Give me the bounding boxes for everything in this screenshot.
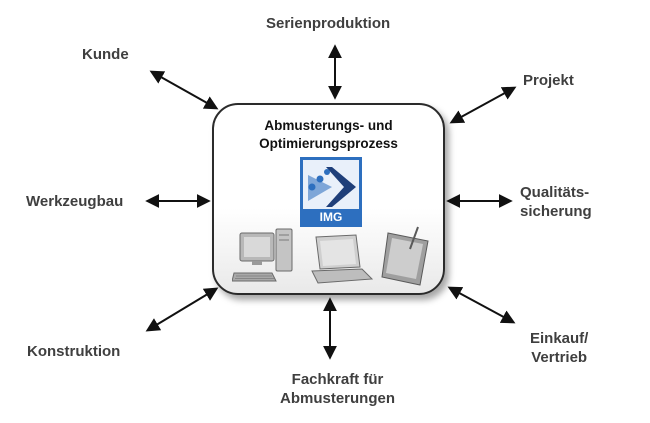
process-box: Abmusterungs- und Optimierungsprozess IM… bbox=[212, 103, 445, 295]
node-einkauf-line2: Vertrieb bbox=[531, 349, 588, 366]
arrow-einkauf bbox=[447, 286, 516, 324]
node-einkauf-vertrieb: Einkauf/ Vertrieb bbox=[530, 329, 588, 367]
laptop-icon bbox=[311, 234, 374, 284]
logo-text: IMG bbox=[320, 210, 343, 224]
node-projekt: Projekt bbox=[523, 71, 574, 90]
node-kunde: Kunde bbox=[82, 45, 129, 64]
arrow-kunde bbox=[149, 70, 219, 110]
desktop-computer-icon bbox=[232, 228, 293, 282]
process-title: Abmusterungs- und Optimierungsprozess bbox=[214, 117, 443, 153]
devices-group bbox=[232, 226, 429, 286]
process-title-line2: Optimierungsprozess bbox=[259, 136, 398, 151]
node-konstruktion-label: Konstruktion bbox=[27, 343, 121, 360]
node-werkzeugbau-label: Werkzeugbau bbox=[26, 193, 124, 210]
node-qualitaetssicherung: Qualitäts- sicherung bbox=[520, 183, 592, 221]
node-serienproduktion: Serienproduktion bbox=[266, 14, 390, 33]
node-konstruktion: Konstruktion bbox=[27, 342, 120, 361]
node-kunde-label: Kunde bbox=[82, 46, 129, 63]
node-einkauf-line1: Einkauf/ bbox=[530, 330, 589, 347]
arrow-konstruktion bbox=[145, 287, 219, 332]
node-projekt-label: Projekt bbox=[523, 72, 574, 89]
node-fachkraft-line2: Abmusterungen bbox=[280, 390, 396, 407]
node-werkzeugbau: Werkzeugbau bbox=[26, 192, 123, 211]
node-fachkraft-line1: Fachkraft für bbox=[291, 371, 384, 388]
node-fachkraft: Fachkraft für Abmusterungen bbox=[280, 370, 395, 408]
process-title-line1: Abmusterungs- und bbox=[264, 118, 393, 133]
node-qualitaet-line2: sicherung bbox=[520, 203, 592, 220]
node-serienproduktion-label: Serienproduktion bbox=[266, 15, 391, 32]
tablet-icon bbox=[381, 226, 429, 286]
img-logo-icon: IMG bbox=[300, 157, 362, 227]
node-qualitaet-line1: Qualitäts- bbox=[520, 184, 590, 201]
arrow-projekt bbox=[449, 86, 517, 124]
